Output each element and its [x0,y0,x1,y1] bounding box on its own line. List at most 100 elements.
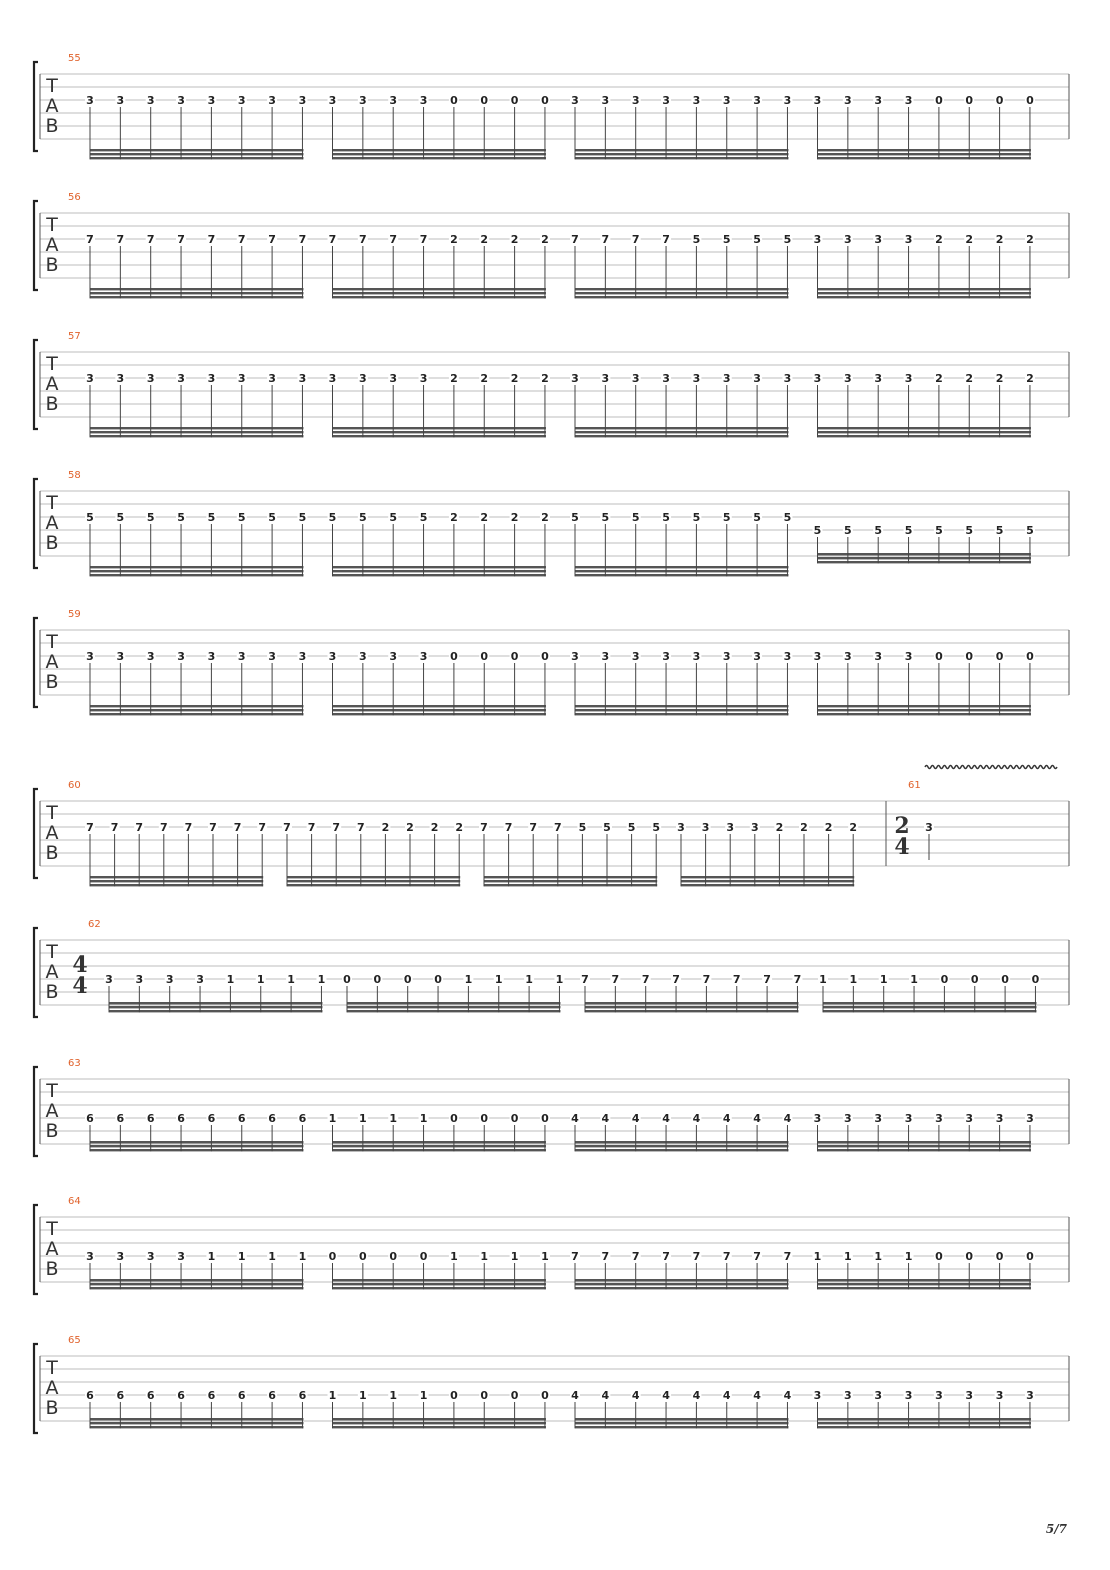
note-bg [206,94,217,105]
note-bg [782,94,793,105]
fret-number: 0 [389,1250,397,1263]
beam [90,1426,304,1429]
beam [823,1010,1037,1013]
note-bg [630,1250,641,1261]
fret-number: 2 [965,372,973,385]
note-bg [509,650,520,661]
fret-number: 6 [238,1389,246,1402]
fret-number: 3 [874,94,882,107]
note-bg [539,233,550,244]
fret-number: 2 [511,233,519,246]
note-bg [691,372,702,383]
note-bg [933,94,944,105]
fret-number: 4 [693,1389,701,1402]
note-bg [85,233,95,244]
fret-number: 7 [238,233,246,246]
beam [575,1141,789,1144]
page-number: 5/7 [1045,1522,1067,1536]
fret-number: 3 [905,650,913,663]
note-bg [721,511,732,522]
note-bg [357,1250,368,1261]
note-bg [539,650,550,661]
beam [575,1149,789,1152]
fret-number: 7 [389,233,397,246]
note-bg [691,650,702,661]
fret-number: 5 [874,524,882,537]
fret-number: 7 [662,1250,670,1263]
beam [575,566,789,569]
note-bg [812,1112,823,1123]
fret-number: 0 [1026,94,1034,107]
note-bg [691,1250,702,1261]
fret-number: 3 [602,372,610,385]
beam [332,1283,546,1286]
note-bg [316,973,327,984]
fret-number: 1 [541,1250,549,1263]
note-bg [1024,650,1035,661]
note-bg [721,1389,732,1400]
tab-clef-letter: T [45,214,58,236]
note-bg [762,973,773,984]
note-bg [267,94,278,105]
fret-number: 3 [208,372,216,385]
fret-number: 3 [996,1112,1004,1125]
note-bg [206,1250,217,1261]
fret-number: 3 [299,650,307,663]
note-bg [479,233,490,244]
fret-number: 7 [784,1250,792,1263]
fret-number: 1 [495,973,503,986]
fret-number: 3 [844,233,852,246]
note-bg [691,1389,702,1400]
fret-number: 6 [177,1389,185,1402]
fret-number: 3 [814,650,822,663]
note-bg [115,372,126,383]
fret-number: 3 [632,94,640,107]
note-bg [85,1250,95,1261]
fret-number: 4 [632,1389,640,1402]
note-bg [479,821,489,832]
note-bg [164,973,175,984]
note-bg [236,650,247,661]
fret-number: 0 [941,973,949,986]
note-bg [327,511,338,522]
note-bg [509,1250,520,1261]
beam [90,296,304,299]
beam [817,435,1031,438]
note-bg [964,524,975,535]
beam [575,153,789,156]
fret-number: 2 [406,821,414,834]
fret-number: 5 [329,511,337,524]
note-bg [878,973,889,984]
tab-clef-letter: T [45,492,58,514]
fret-number: 1 [465,973,473,986]
tab-clef-letter: A [46,1377,59,1399]
tab-clef-letter: B [45,115,58,137]
note-bg [331,821,342,832]
fret-number: 4 [602,1389,610,1402]
fret-number: 2 [431,821,439,834]
fret-number: 7 [632,233,640,246]
note-bg [630,1112,641,1123]
fret-number: 7 [117,233,125,246]
note-bg [701,973,712,984]
note-bg [939,973,950,984]
fret-number: 2 [935,372,943,385]
note-bg [903,1250,914,1261]
beam [332,157,546,160]
note-bg [355,821,366,832]
note-bg [448,1112,459,1123]
fret-number: 2 [480,511,488,524]
fret-number: 1 [556,973,564,986]
fret-number: 3 [238,94,246,107]
fret-number: 7 [283,821,291,834]
tab-clef-letter: T [45,1218,58,1240]
fret-number: 2 [480,372,488,385]
fret-number: 5 [603,821,611,834]
fret-number: 3 [389,94,397,107]
beam [817,1283,1031,1286]
beam [90,880,264,883]
fret-number: 3 [117,94,125,107]
beam [332,1145,546,1148]
note-bg [236,1389,247,1400]
